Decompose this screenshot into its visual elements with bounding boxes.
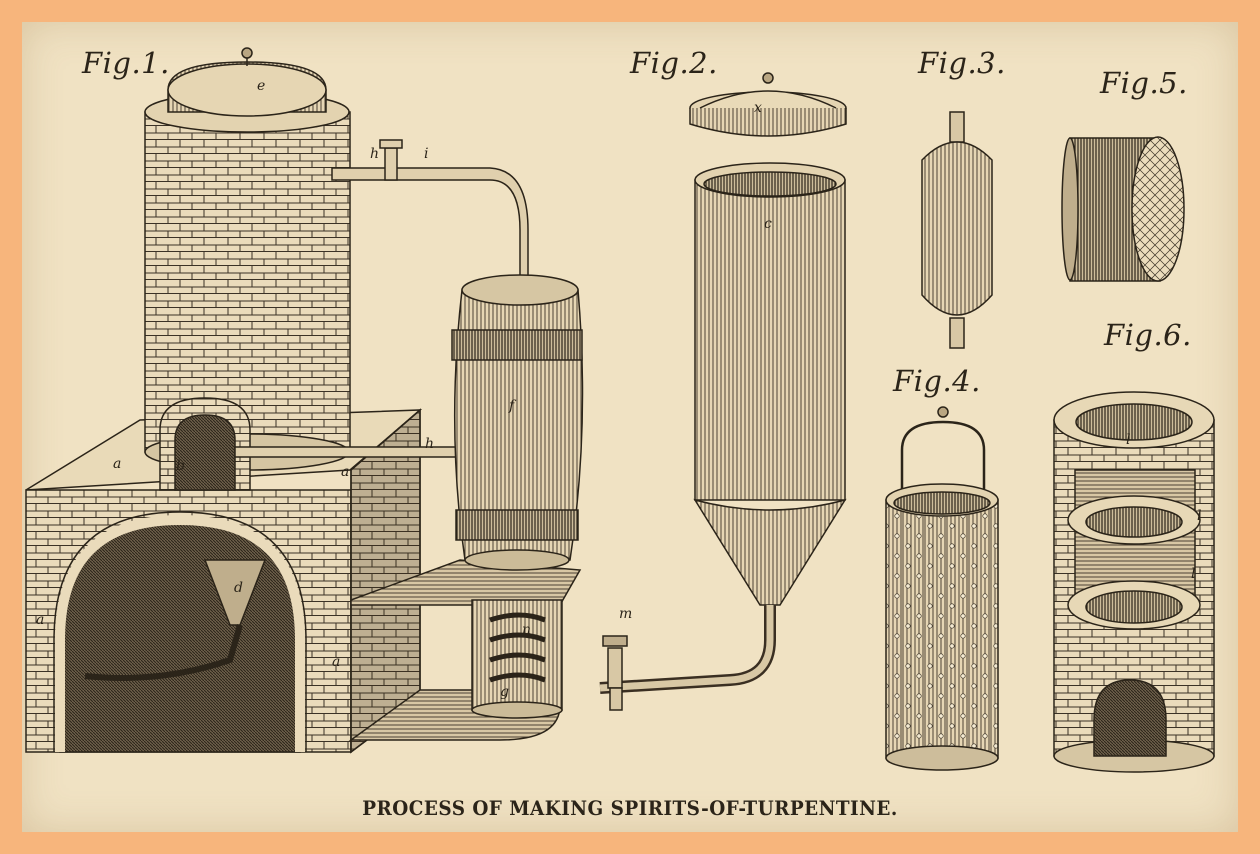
sieve-ring <box>1061 136 1185 282</box>
label-g: g <box>500 684 509 700</box>
label-a3: a <box>36 612 45 628</box>
label-l2: l <box>1197 508 1202 524</box>
fig4-label: Fig.4. <box>893 364 981 398</box>
perforated-bucket <box>885 406 999 771</box>
label-i: i <box>424 146 429 162</box>
coil-tub <box>471 599 563 719</box>
firebox <box>159 397 251 491</box>
label-h2: h <box>425 436 435 452</box>
label-e: e <box>257 78 266 94</box>
label-l1: l <box>1126 432 1131 448</box>
brick-tower <box>144 47 351 471</box>
tank <box>599 72 847 711</box>
label-f: f <box>509 398 515 414</box>
brick-furnace <box>1053 391 1215 773</box>
fig3-label: Fig.3. <box>918 46 1006 80</box>
fig1-label: Fig.1. <box>82 46 170 80</box>
fig2-label: Fig.2. <box>630 46 718 80</box>
label-m: m <box>619 606 633 622</box>
barrel <box>451 274 584 571</box>
caption: PROCESS OF MAKING SPIRITS-OF-TURPENTINE. <box>362 796 898 820</box>
label-a4: a <box>332 654 341 670</box>
label-x: x <box>754 100 762 116</box>
label-n: n <box>522 622 532 638</box>
label-d: d <box>234 580 243 596</box>
label-b: b <box>176 458 185 474</box>
fig6-label: Fig.6. <box>1104 318 1192 352</box>
label-l3: l <box>1191 566 1196 582</box>
fig5-label: Fig.5. <box>1100 66 1188 100</box>
label-c: c <box>764 216 772 232</box>
label-h: h <box>370 146 380 162</box>
label-a2: a <box>341 464 350 480</box>
small-cylinder <box>921 111 993 349</box>
label-a1: a <box>113 456 122 472</box>
